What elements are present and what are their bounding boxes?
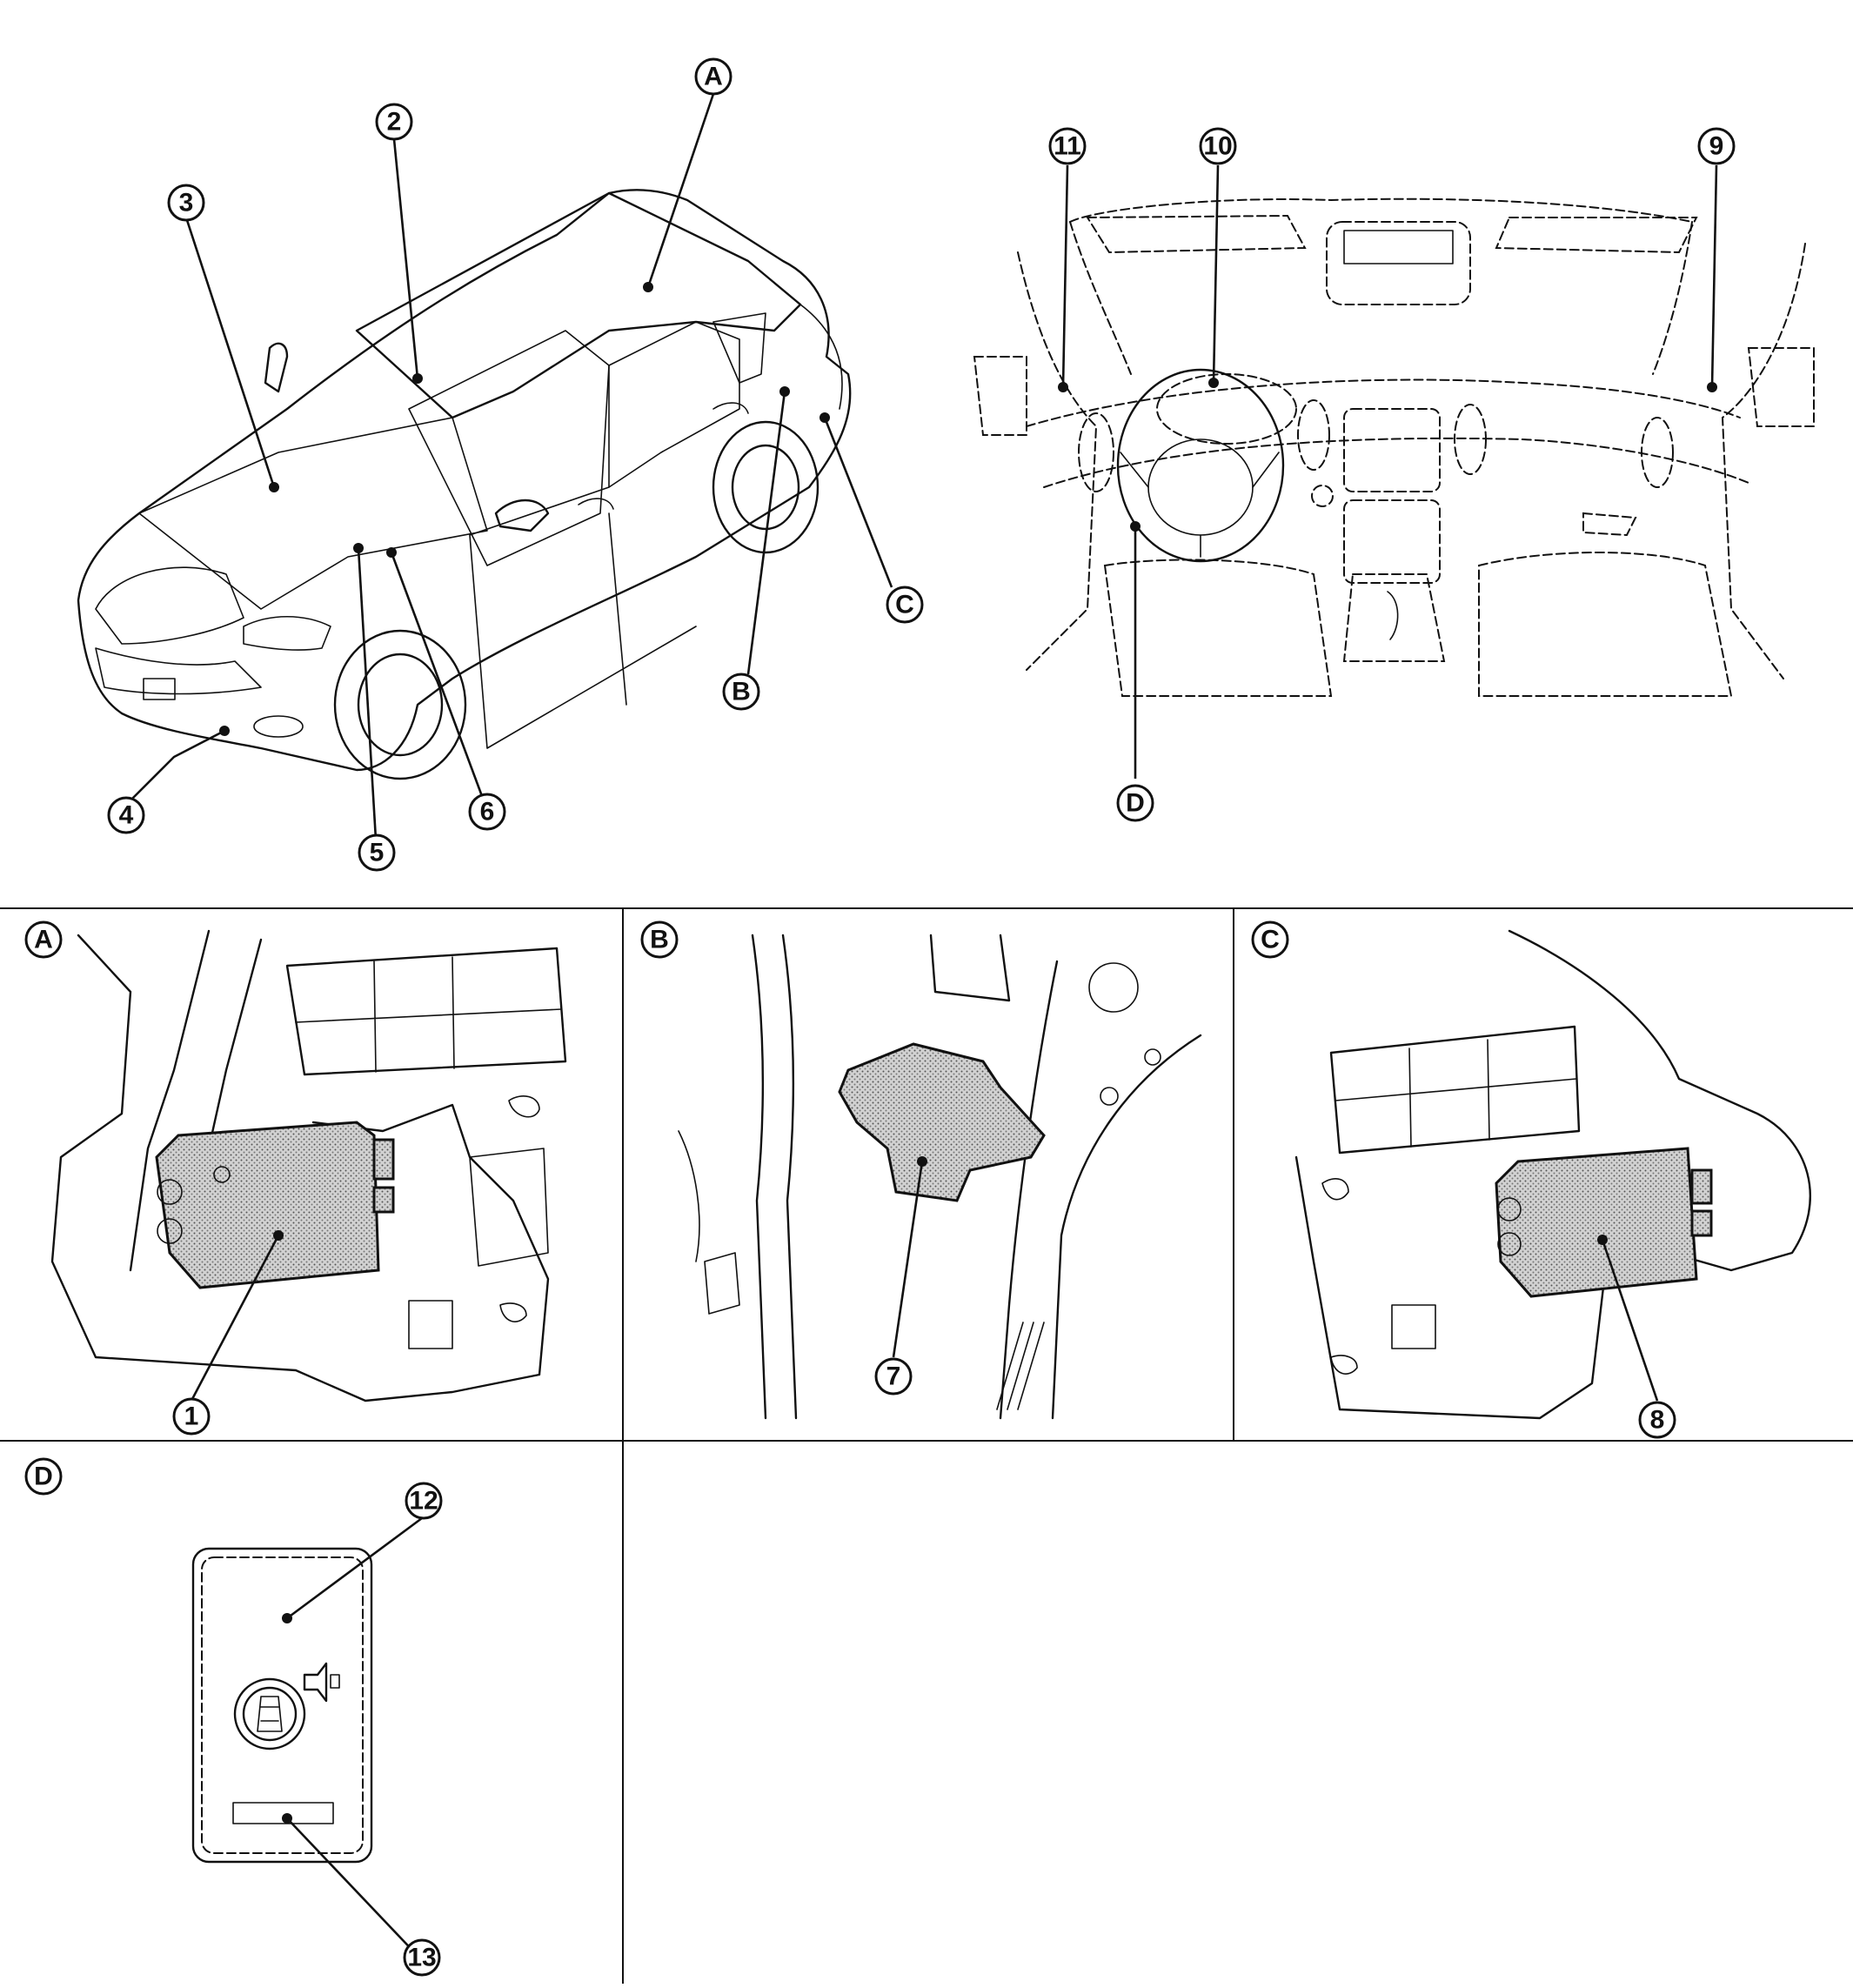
callout-13: 13 (403, 1938, 441, 1977)
svg-text:B: B (732, 678, 751, 706)
svg-text:1: 1 (184, 1402, 199, 1431)
callout-9: 9 (1697, 127, 1736, 165)
svg-text:11: 11 (1054, 132, 1081, 161)
callout-4: 4 (107, 796, 145, 834)
callout-3: 3 (167, 184, 205, 222)
svg-text:5: 5 (370, 839, 385, 867)
panel-b-drawing (678, 934, 1202, 1420)
approach-switch-icon (191, 1547, 373, 1864)
callout-b-exterior: B (722, 673, 760, 711)
callout-8: 8 (1638, 1401, 1676, 1439)
callout-2: 2 (375, 103, 413, 141)
svg-text:8: 8 (1650, 1406, 1665, 1435)
panel-c-letter: C (1251, 920, 1289, 959)
svg-text:9: 9 (1709, 132, 1724, 161)
panel-grid (0, 907, 1853, 1984)
exterior-leaders (130, 93, 893, 840)
svg-text:C: C (1261, 926, 1280, 954)
svg-text:A: A (704, 63, 723, 91)
panel-a-letter: A (24, 920, 63, 959)
svg-text:B: B (650, 926, 669, 954)
speaker-icon (303, 1662, 340, 1703)
callout-11: 11 (1048, 127, 1087, 165)
svg-text:D: D (34, 1463, 53, 1491)
callout-c-exterior: C (886, 586, 924, 624)
svg-text:13: 13 (407, 1944, 436, 1972)
callout-1: 1 (172, 1397, 211, 1436)
callout-7: 7 (874, 1357, 913, 1396)
panel-b-letter: B (640, 920, 679, 959)
panel-d-letter: D (24, 1457, 63, 1496)
svg-text:C: C (895, 591, 914, 619)
callout-12: 12 (405, 1482, 443, 1520)
callout-d-interior: D (1116, 784, 1154, 822)
callout-5: 5 (358, 833, 396, 872)
interior-leaders (1058, 164, 1718, 779)
panel-d-leaders (282, 1516, 423, 1958)
callout-6: 6 (468, 793, 506, 831)
callout-10: 10 (1199, 127, 1237, 165)
svg-text:12: 12 (409, 1487, 438, 1516)
svg-text:2: 2 (387, 108, 402, 137)
svg-text:7: 7 (886, 1362, 901, 1391)
vehicle-exterior-icon (77, 189, 852, 780)
svg-text:4: 4 (119, 801, 134, 830)
svg-text:D: D (1126, 789, 1145, 818)
svg-text:3: 3 (179, 189, 194, 218)
vehicle-interior-icon (973, 197, 1815, 697)
svg-text:10: 10 (1203, 132, 1232, 161)
panel-a-drawing (50, 929, 567, 1402)
svg-text:A: A (34, 926, 53, 954)
callout-a-exterior: A (694, 57, 733, 96)
svg-text:6: 6 (480, 798, 495, 827)
panel-c-drawing (1294, 929, 1811, 1420)
